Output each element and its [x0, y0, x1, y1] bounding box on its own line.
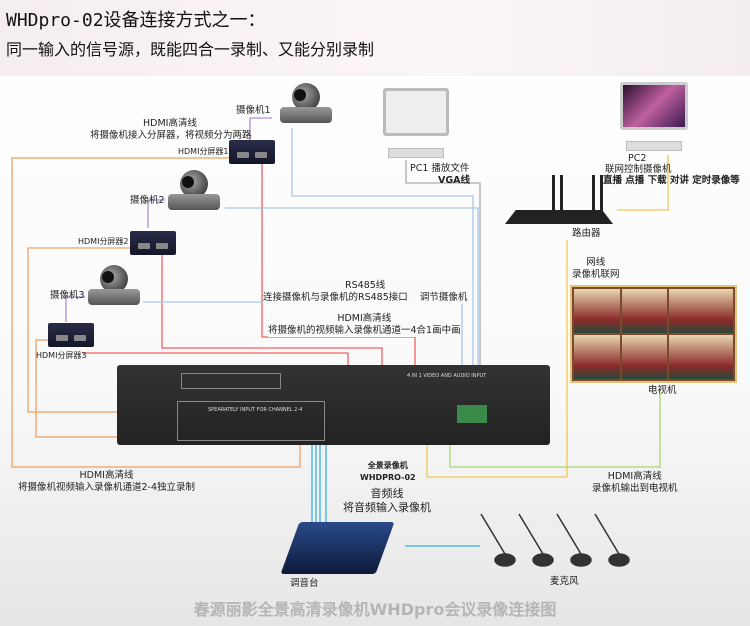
hdmi-tv-note: HDMI高清线录像机输出到电视机: [592, 471, 678, 495]
separate-input-label: SPEARATELY INPUT FOR CHANNEL 2-4: [208, 407, 303, 413]
pc1-label: PC1 播放文件: [410, 163, 470, 174]
camera-3-label: 摄像机3: [50, 290, 85, 301]
note-desc: 录像机联网: [572, 269, 620, 280]
audio-mixer: [280, 522, 395, 574]
footer-caption: 春源丽影全景高清录像机WHDpro会议录像连接图: [193, 600, 557, 619]
network-line: [426, 240, 568, 478]
camera-2: [168, 170, 220, 216]
pc1-monitor: [383, 88, 449, 136]
panel-label: 4 IN 1 VIDEO AND AUDIO INPUT: [407, 373, 487, 379]
microphones: [480, 513, 630, 567]
vga-cable-label: VGA线: [438, 175, 471, 186]
recorder-name-text: 全景录像机: [367, 461, 408, 470]
page-title: WHDpro-02设备连接方式之一：: [6, 10, 266, 31]
router-icon: [505, 210, 613, 224]
pc2-features: 直播 点播 下载 对讲 定时录像等: [603, 175, 740, 186]
hdmi-split-note: HDMI高清线将摄像机接入分屏器，将视频分为两路: [90, 118, 252, 142]
note-title: HDMI高清线: [337, 313, 392, 324]
note-title: HDMI高清线: [79, 470, 134, 481]
camera-3: [88, 265, 140, 311]
pc2-keyboard: [626, 141, 682, 151]
note-desc: 连接摄像机与录像机的RS485接口: [263, 292, 408, 303]
splitter-2-label: HDMI分屏器2: [78, 237, 129, 246]
recorder-name: 全景录像机 WHDPRO-02: [360, 460, 416, 484]
splitter-1-label: HDMI分屏器1: [178, 147, 229, 156]
hdmi-splitter-3: [48, 323, 94, 347]
pc2-desc: 联网控制摄像机: [605, 164, 672, 175]
vga-line: [405, 160, 481, 395]
tv-label: 电视机: [648, 385, 677, 396]
note-title: 网线: [586, 257, 606, 268]
hdmi-4in1-note: HDMI高清线将摄像机的视频输入录像机通道一4合1画中画: [268, 313, 461, 337]
audio-note: 音频线将音频输入录像机: [343, 487, 431, 515]
note-desc: 将摄像机的视频输入录像机通道一4合1画中画: [268, 325, 461, 336]
note-title: RS485线: [345, 280, 386, 291]
tv-screen: [570, 285, 737, 383]
hdmi-separate-note: HDMI高清线将摄像机视频输入录像机通道2-4独立录制: [18, 470, 195, 494]
hdmi-separate-lines: [11, 157, 301, 468]
router-label: 路由器: [572, 228, 601, 239]
note-desc-2: 调节摄像机: [419, 292, 468, 303]
pc2-link-line: [617, 155, 669, 211]
rs485-terminal: [457, 405, 487, 423]
separate-input-panel: SPEARATELY INPUT FOR CHANNEL 2-4: [177, 401, 325, 441]
note-desc: 将摄像机视频输入录像机通道2-4独立录制: [18, 482, 196, 493]
camera-2-label: 摄像机2: [130, 195, 165, 206]
audio-input-panel: [181, 373, 281, 389]
note-title: HDMI高清线: [607, 471, 662, 482]
rs485-note: RS485线连接摄像机与录像机的RS485接口 调节摄像机: [263, 280, 468, 304]
header-banner: [0, 0, 750, 76]
pc2-monitor: [620, 82, 688, 130]
hdmi-tv-line: [449, 390, 661, 468]
note-desc: 将摄像机接入分屏器，将视频分为两路: [90, 130, 252, 141]
note-title: 音频线: [370, 487, 404, 500]
microphones-label: 麦克风: [550, 576, 579, 587]
pc2-label: PC2: [628, 153, 647, 164]
camera-1: [280, 83, 332, 129]
note-desc: 录像机输出到电视机: [592, 483, 678, 494]
recorder-device: SPEARATELY INPUT FOR CHANNEL 2-4 4 IN 1 …: [117, 365, 550, 445]
note-title: HDMI高清线: [143, 118, 197, 129]
note-desc: 将音频输入录像机: [343, 501, 431, 514]
recorder-model: WHDPRO-02: [360, 473, 416, 482]
pc1-keyboard: [388, 148, 444, 158]
mixer-label: 调音台: [290, 578, 319, 589]
camera-1-label: 摄像机1: [236, 105, 271, 116]
network-note: 网线录像机联网: [572, 257, 620, 281]
page-subtitle: 同一输入的信号源，既能四合一录制、又能分别录制: [6, 40, 375, 59]
splitter-3-label: HDMI分屏器3: [36, 351, 87, 360]
hdmi-splitter-2: [130, 231, 176, 255]
hdmi-splitter-1: [229, 140, 275, 164]
